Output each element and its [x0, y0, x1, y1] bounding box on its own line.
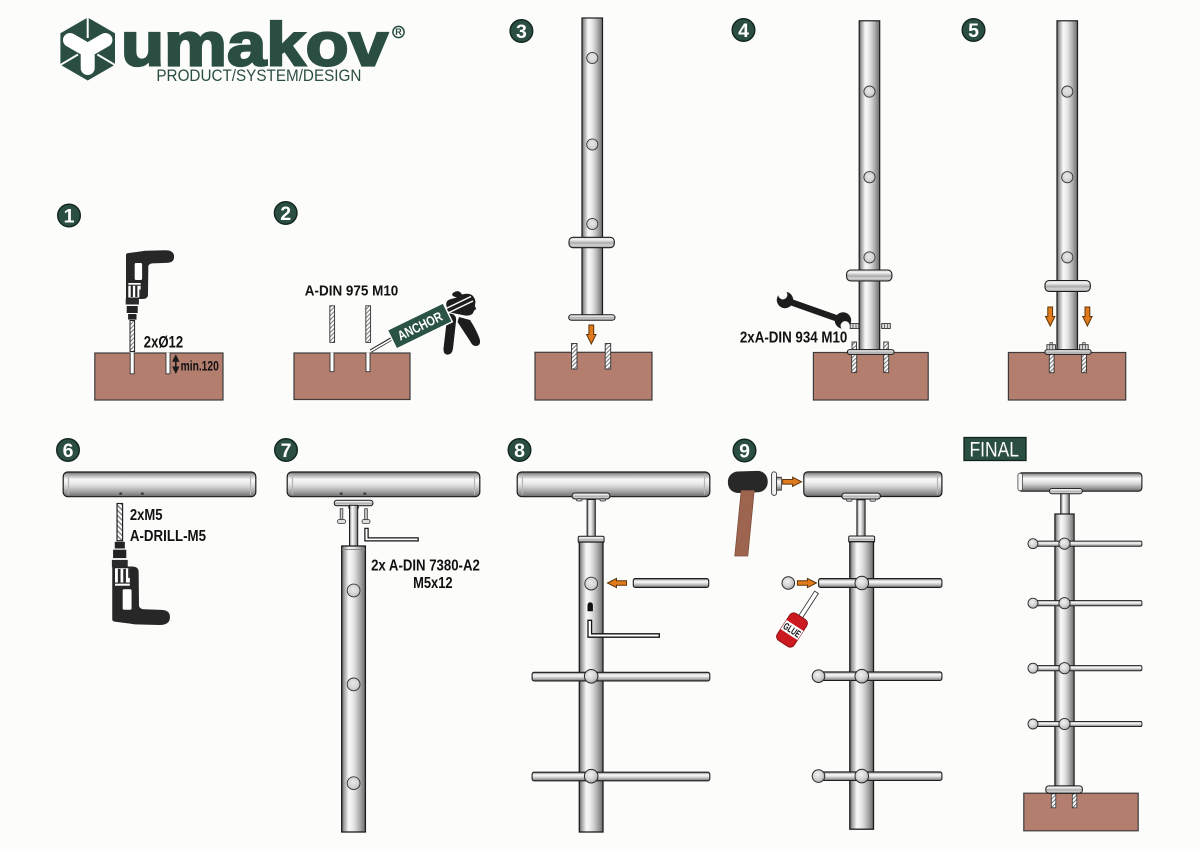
- svg-text:umakov: umakov: [121, 11, 388, 79]
- svg-text:PRODUCT/SYSTEM/DESIGN: PRODUCT/SYSTEM/DESIGN: [156, 66, 361, 85]
- svg-text:7: 7: [281, 440, 292, 462]
- svg-text:A-DIN 975 M10: A-DIN 975 M10: [305, 284, 399, 300]
- svg-text:2xM5: 2xM5: [130, 507, 163, 524]
- svg-text:2: 2: [280, 203, 291, 225]
- svg-text:8: 8: [514, 440, 525, 462]
- svg-text:5: 5: [968, 20, 979, 42]
- svg-text:FINAL: FINAL: [970, 438, 1020, 461]
- svg-text:2xØ12: 2xØ12: [144, 333, 183, 352]
- svg-text:4: 4: [738, 20, 749, 42]
- svg-text:2xA-DIN 934 M10: 2xA-DIN 934 M10: [740, 330, 847, 347]
- svg-text:R: R: [395, 27, 402, 37]
- svg-text:3: 3: [516, 21, 527, 43]
- svg-text:M5x12: M5x12: [413, 575, 453, 592]
- svg-text:A-DRILL-M5: A-DRILL-M5: [130, 528, 206, 545]
- svg-text:1: 1: [64, 206, 75, 228]
- svg-text:6: 6: [63, 440, 74, 462]
- svg-text:min.120: min.120: [181, 357, 219, 373]
- svg-text:9: 9: [739, 441, 750, 463]
- svg-text:2x A-DIN 7380-A2: 2x A-DIN 7380-A2: [371, 558, 480, 575]
